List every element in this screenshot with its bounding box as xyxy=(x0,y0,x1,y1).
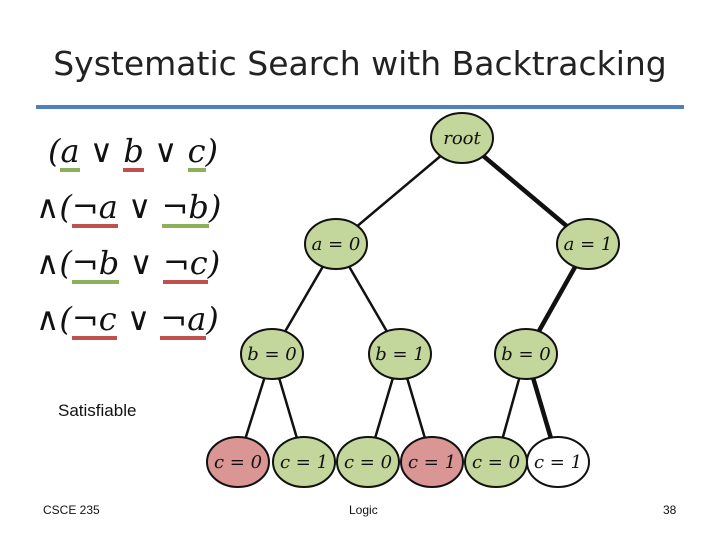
close-paren: ) xyxy=(205,132,218,170)
literal-not-a: ¬a xyxy=(71,188,118,228)
tree-leaf-4: c = 1 xyxy=(400,436,464,488)
tree-node-b0-right: b = 0 xyxy=(494,328,558,380)
or-symbol: ∨ xyxy=(119,244,163,282)
node-label: a = 0 xyxy=(312,234,361,255)
satisfiable-label: Satisfiable xyxy=(58,401,137,420)
node-label: c = 0 xyxy=(214,452,262,473)
literal-not-c: ¬c xyxy=(162,244,208,284)
tree-node-a0: a = 0 xyxy=(304,218,368,270)
literal-a: a xyxy=(60,132,80,172)
tree-leaf-6: c = 1 xyxy=(526,436,590,488)
node-label: c = 0 xyxy=(344,452,392,473)
or-symbol: ∨ xyxy=(79,132,124,170)
tree-node-a1: a = 1 xyxy=(556,218,620,270)
footer-course: CSCE 235 xyxy=(43,503,100,517)
node-label: root xyxy=(443,128,481,149)
or-symbol: ∨ xyxy=(116,300,161,338)
node-label: c = 1 xyxy=(534,452,582,473)
literal-not-b: ¬b xyxy=(161,188,209,228)
tree-node-b1: b = 1 xyxy=(368,328,432,380)
tree-node-b0-left: b = 0 xyxy=(240,328,304,380)
or-symbol: ∨ xyxy=(117,188,162,226)
close-paren: ) xyxy=(208,188,222,226)
open-paren: ( xyxy=(48,132,61,170)
and-prefix: ∧( xyxy=(36,244,72,282)
or-symbol: ∨ xyxy=(143,132,188,170)
node-label: c = 1 xyxy=(280,452,328,473)
title-divider xyxy=(36,105,684,109)
footer-topic: Logic xyxy=(349,503,378,517)
node-label: b = 0 xyxy=(247,344,297,365)
tree-leaf-3: c = 0 xyxy=(336,436,400,488)
literal-b: b xyxy=(123,132,144,172)
tree-leaf-1: c = 0 xyxy=(206,436,270,488)
clause-4: ∧(¬c ∨ ¬a) xyxy=(36,300,219,340)
slide-title: Systematic Search with Backtracking xyxy=(53,44,667,83)
clause-2: ∧(¬a ∨ ¬b) xyxy=(36,188,221,228)
close-paren: ) xyxy=(206,300,219,338)
node-label: a = 1 xyxy=(564,234,613,255)
tree-node-root: root xyxy=(430,112,494,164)
node-label: b = 1 xyxy=(375,344,425,365)
literal-c: c xyxy=(187,132,206,172)
clause-1: (a ∨ b ∨ c) xyxy=(48,132,218,172)
close-paren: ) xyxy=(207,244,221,282)
and-prefix: ∧( xyxy=(36,188,72,226)
tree-leaf-5: c = 0 xyxy=(464,436,528,488)
tree-leaf-2: c = 1 xyxy=(272,436,336,488)
node-label: b = 0 xyxy=(501,344,551,365)
literal-not-b: ¬b xyxy=(71,244,120,284)
node-label: c = 0 xyxy=(472,452,520,473)
and-prefix: ∧( xyxy=(36,300,72,338)
node-label: c = 1 xyxy=(408,452,456,473)
page-number: 38 xyxy=(663,503,677,517)
clause-3: ∧(¬b ∨ ¬c) xyxy=(36,244,220,284)
literal-not-c: ¬c xyxy=(71,300,117,340)
literal-not-a: ¬a xyxy=(160,300,207,340)
